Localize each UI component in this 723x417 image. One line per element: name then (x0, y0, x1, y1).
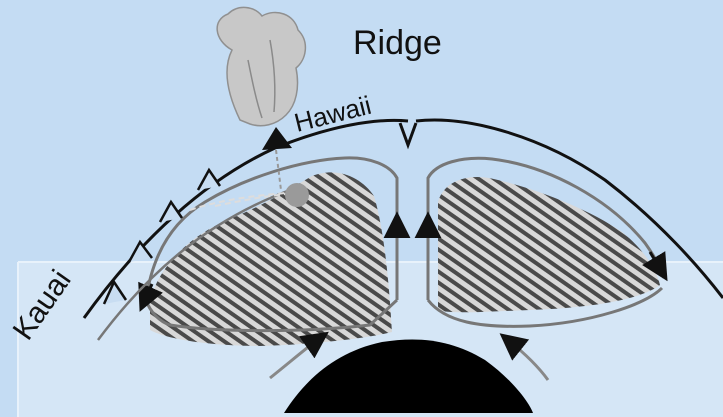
hotspot (285, 183, 309, 207)
label-ridge: Ridge (353, 24, 442, 62)
